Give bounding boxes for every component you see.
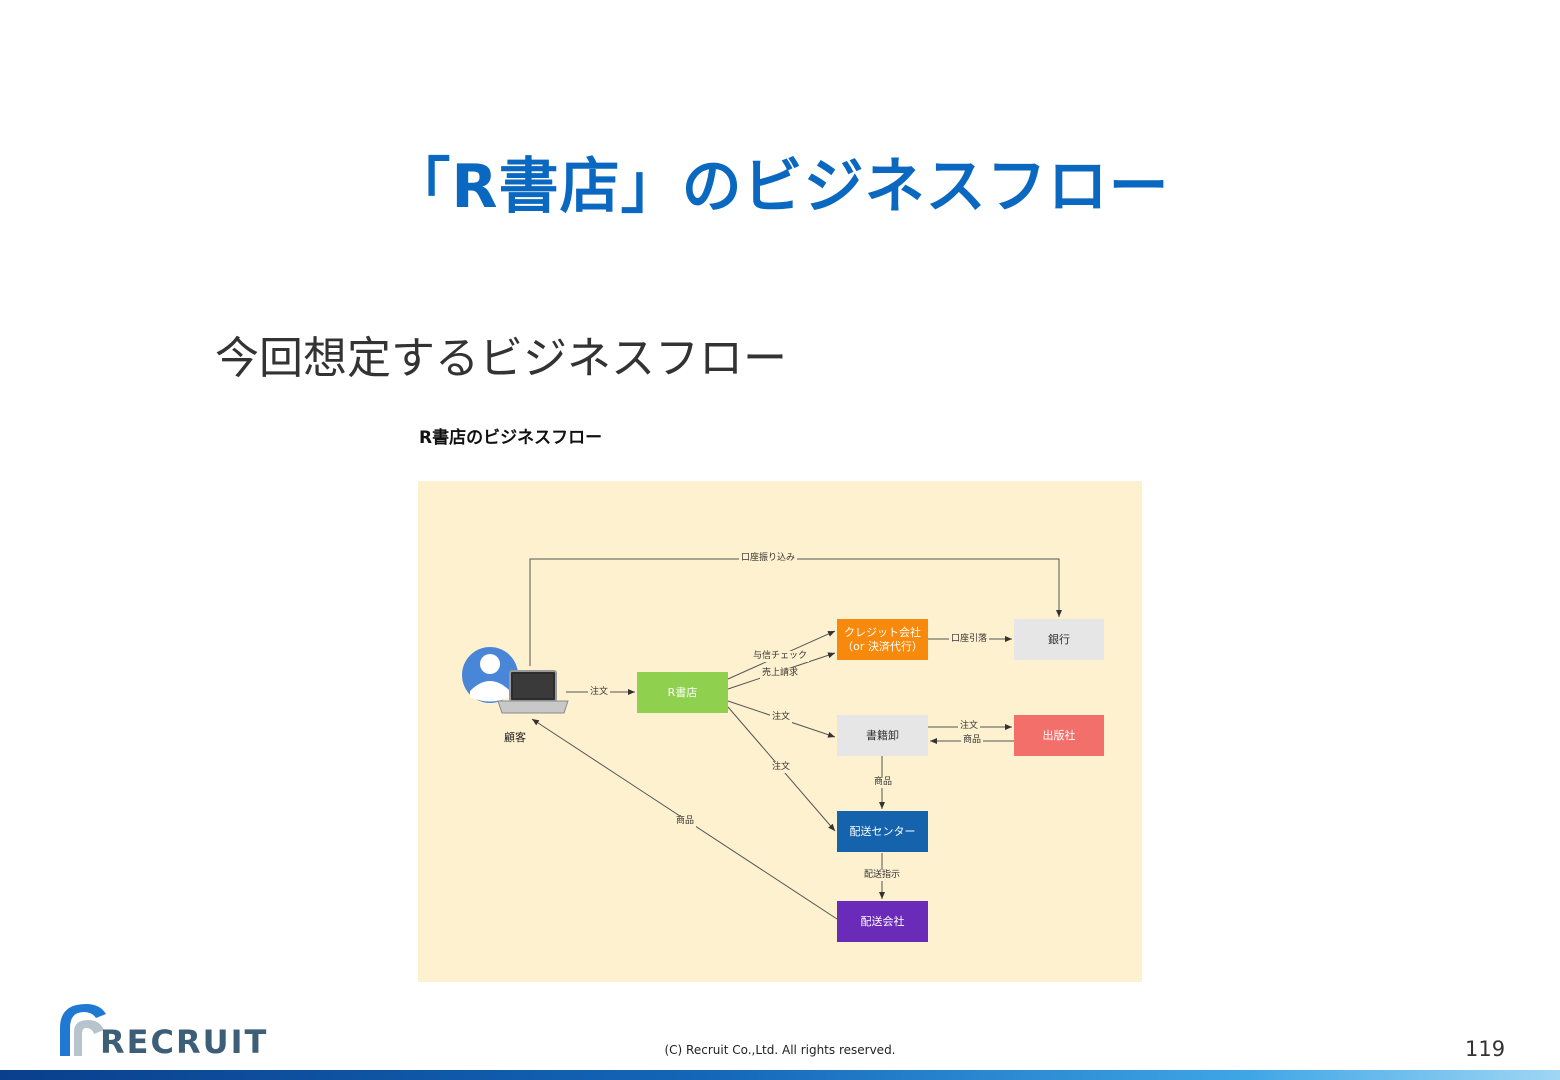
node-bank: 銀行 — [1014, 619, 1104, 660]
customer-user-icon — [462, 647, 518, 703]
node-customer-label: 顧客 — [504, 731, 526, 744]
edge-label-order-customer: 注文 — [588, 687, 611, 698]
node-publisher: 出版社 — [1014, 715, 1104, 756]
diagram-title: R書店のビジネスフロー — [419, 428, 603, 448]
edge-label-delivery-instruction: 配送指示 — [862, 870, 903, 881]
node-publisher-label: 出版社 — [1042, 728, 1076, 742]
edge-label-sales-request: 売上請求 — [760, 668, 801, 679]
edge-label-goods-customer: 商品 — [674, 816, 697, 827]
node-shipping-company: 配送会社 — [837, 901, 928, 942]
flow-connectors — [462, 558, 1062, 920]
edge-label-order-publisher: 注文 — [958, 721, 981, 732]
node-credit-label-2: （or 決済代行） — [842, 639, 923, 653]
node-delivery-center-label: 配送センター — [849, 824, 916, 838]
node-wholesaler-label: 書籍卸 — [866, 728, 899, 742]
edge-label-credit-check: 与信チェック — [751, 651, 810, 662]
slide-title: 「R書店」のビジネスフロー — [390, 152, 1170, 222]
edge-label-bank-transfer: 口座振り込み — [739, 553, 798, 564]
footer-gradient-band — [0, 1070, 1560, 1080]
edge-label-order-wholesaler: 注文 — [770, 712, 793, 723]
node-r-shoten-label: R書店 — [667, 685, 698, 699]
customer-laptop-icon — [497, 670, 569, 714]
node-bank-label: 銀行 — [1048, 632, 1070, 646]
slide-subtitle: 今回想定するビジネスフロー — [215, 333, 787, 384]
node-wholesaler: 書籍卸 — [837, 715, 928, 756]
copyright-notice: (C) Recruit Co.,Ltd. All rights reserved… — [664, 1043, 896, 1057]
edge-bank-transfer — [529, 558, 1062, 666]
edge-label-account-debit: 口座引落 — [949, 634, 990, 645]
business-flow-diagram: R書店 クレジット会社 （or 決済代行） 銀行 書籍卸 出版社 配送センター … — [418, 481, 1142, 982]
recruit-logo: RECRUIT — [56, 1000, 296, 1061]
edge-label-goods-publisher: 商品 — [961, 735, 984, 746]
node-r-shoten: R書店 — [637, 672, 728, 713]
page-number: 119 — [1465, 1037, 1506, 1061]
edge-label-goods-wholesaler: 商品 — [872, 777, 895, 788]
node-credit-label-1: クレジット会社 — [844, 625, 921, 639]
recruit-logo-wordmark: RECRUIT — [100, 1023, 269, 1061]
node-credit-company: クレジット会社 （or 決済代行） — [837, 619, 928, 660]
node-shipping-company-label: 配送会社 — [860, 914, 905, 928]
node-delivery-center: 配送センター — [837, 811, 928, 852]
edge-label-order-delivery: 注文 — [770, 762, 793, 773]
recruit-logo-mark-icon — [60, 1004, 106, 1056]
